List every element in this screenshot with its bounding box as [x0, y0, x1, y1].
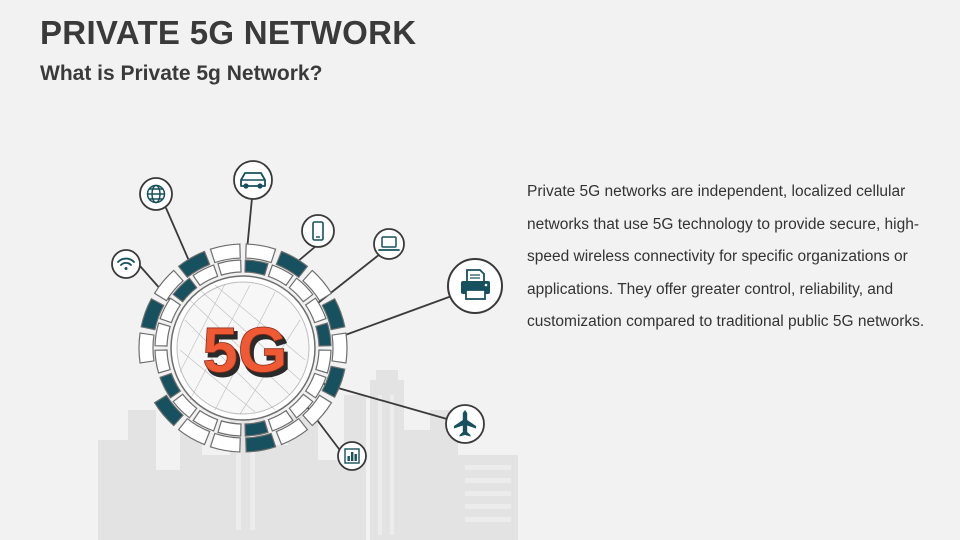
ring-segment — [288, 277, 314, 303]
ring-segment — [172, 277, 198, 303]
ring-segment — [302, 394, 333, 427]
ring-segment — [304, 372, 327, 399]
ring-segment — [244, 420, 269, 437]
ring-segment — [154, 349, 171, 374]
ring-segment — [288, 393, 314, 419]
ring-segment — [315, 349, 332, 374]
page-subtitle: What is Private 5g Network? — [40, 62, 323, 85]
page-title: PRIVATE 5G NETWORK — [40, 14, 417, 51]
ring-segment — [321, 297, 346, 331]
ring-segment — [302, 269, 333, 302]
skyline-windows — [236, 395, 511, 535]
description-text: Private 5G networks are independent, loc… — [527, 183, 925, 331]
smartphone-icon — [312, 221, 324, 241]
outer-ring — [138, 243, 348, 453]
ring-segment — [304, 297, 327, 324]
ring-segment — [159, 372, 182, 399]
device-node-plane — [445, 404, 485, 444]
device-node-chart — [337, 441, 367, 471]
ring-segment — [244, 259, 269, 276]
ring-segment — [154, 322, 171, 347]
laptop-icon — [378, 236, 400, 251]
ring-segment — [192, 409, 219, 432]
ring-segment — [192, 264, 219, 287]
ring-segment — [177, 250, 211, 279]
ring-segment — [153, 394, 184, 427]
globe-icon — [146, 184, 166, 204]
device-node-laptop — [373, 228, 405, 260]
car-icon — [240, 172, 266, 189]
ring-segment — [172, 393, 198, 419]
ring-segment — [153, 269, 184, 302]
ring-segment — [217, 420, 242, 437]
ring-segment — [217, 259, 242, 276]
hub-label-front: 5G — [202, 314, 287, 386]
hub: 5G 5G — [170, 275, 316, 421]
printer-icon — [461, 269, 490, 300]
wifi-icon — [117, 257, 135, 270]
ring-segment — [159, 297, 182, 324]
ring-segment — [267, 264, 294, 287]
ring-segment — [138, 332, 155, 364]
airplane-icon — [454, 410, 476, 437]
inner-ring — [154, 259, 332, 437]
city-skyline — [98, 370, 518, 540]
ring-segment — [275, 417, 309, 446]
device-node-globe — [139, 177, 173, 211]
ring-segment — [245, 243, 277, 264]
ring-segment — [275, 250, 309, 279]
hub-label: 5G — [205, 318, 290, 390]
ring-segment — [209, 432, 241, 453]
bar-chart-icon — [344, 448, 360, 464]
device-node-wifi — [111, 249, 141, 279]
ring-segment — [140, 297, 165, 331]
ring-segment — [177, 417, 211, 446]
ring-segment — [315, 322, 332, 347]
device-node-phone — [301, 214, 335, 248]
ring-segment — [209, 243, 241, 264]
device-node-car — [233, 160, 273, 200]
ring-segment — [321, 365, 346, 399]
ring-segment — [267, 409, 294, 432]
ring-segment — [245, 432, 277, 453]
ring-segment — [331, 332, 348, 364]
device-node-printer — [447, 258, 503, 314]
